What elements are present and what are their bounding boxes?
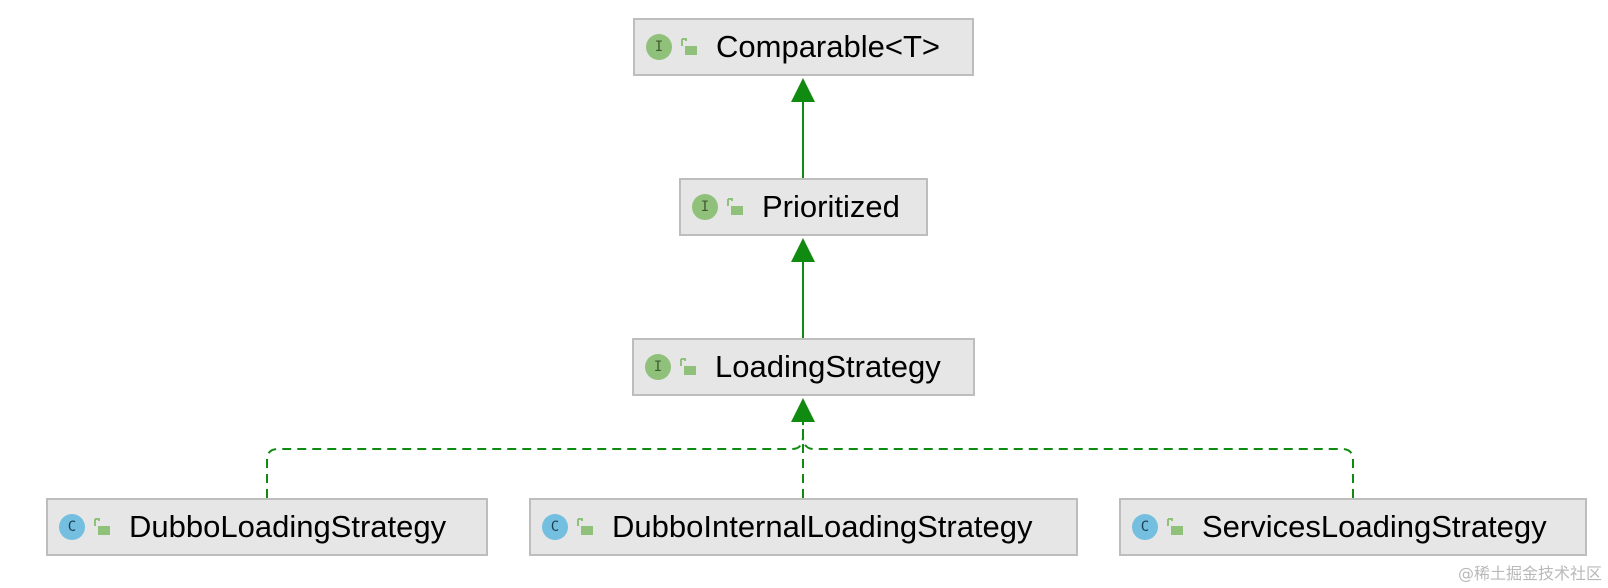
- node-prioritized[interactable]: I Prioritized: [679, 178, 928, 236]
- node-comparable[interactable]: I Comparable<T>: [633, 18, 974, 76]
- node-services-loading-strategy[interactable]: C ServicesLoadingStrategy: [1119, 498, 1587, 556]
- unlocked-padlock-icon: [576, 518, 594, 536]
- unlocked-padlock-icon: [1166, 518, 1184, 536]
- unlocked-padlock-icon: [679, 358, 697, 376]
- unlocked-padlock-icon: [726, 198, 744, 216]
- class-badge-icon: C: [1132, 514, 1158, 540]
- arrowhead-comparable: [791, 78, 815, 102]
- edge-dubboloadingstrategy-to-loadingstrategy: [266, 420, 804, 498]
- interface-badge-icon: I: [692, 194, 718, 220]
- class-badge-icon: C: [542, 514, 568, 540]
- node-label: DubboInternalLoadingStrategy: [612, 509, 1033, 544]
- node-label: LoadingStrategy: [715, 349, 941, 384]
- arrowhead-prioritized: [791, 238, 815, 262]
- interface-badge-icon: I: [645, 354, 671, 380]
- unlocked-padlock-icon: [93, 518, 111, 536]
- node-dubbo-internal-loading-strategy[interactable]: C DubboInternalLoadingStrategy: [529, 498, 1078, 556]
- watermark: @稀土掘金技术社区: [1457, 564, 1602, 583]
- edge-servicesloadingstrategy-to-loadingstrategy: [802, 420, 1354, 498]
- node-label: Comparable<T>: [716, 29, 941, 64]
- interface-badge-icon: I: [646, 34, 672, 60]
- node-label: DubboLoadingStrategy: [129, 509, 447, 544]
- unlocked-padlock-icon: [680, 38, 698, 56]
- node-loading-strategy[interactable]: I LoadingStrategy: [632, 338, 975, 396]
- arrowhead-loadingstrategy: [791, 398, 815, 422]
- node-dubbo-loading-strategy[interactable]: C DubboLoadingStrategy: [46, 498, 488, 556]
- node-label: ServicesLoadingStrategy: [1202, 509, 1547, 544]
- node-label: Prioritized: [762, 189, 900, 224]
- class-badge-icon: C: [59, 514, 85, 540]
